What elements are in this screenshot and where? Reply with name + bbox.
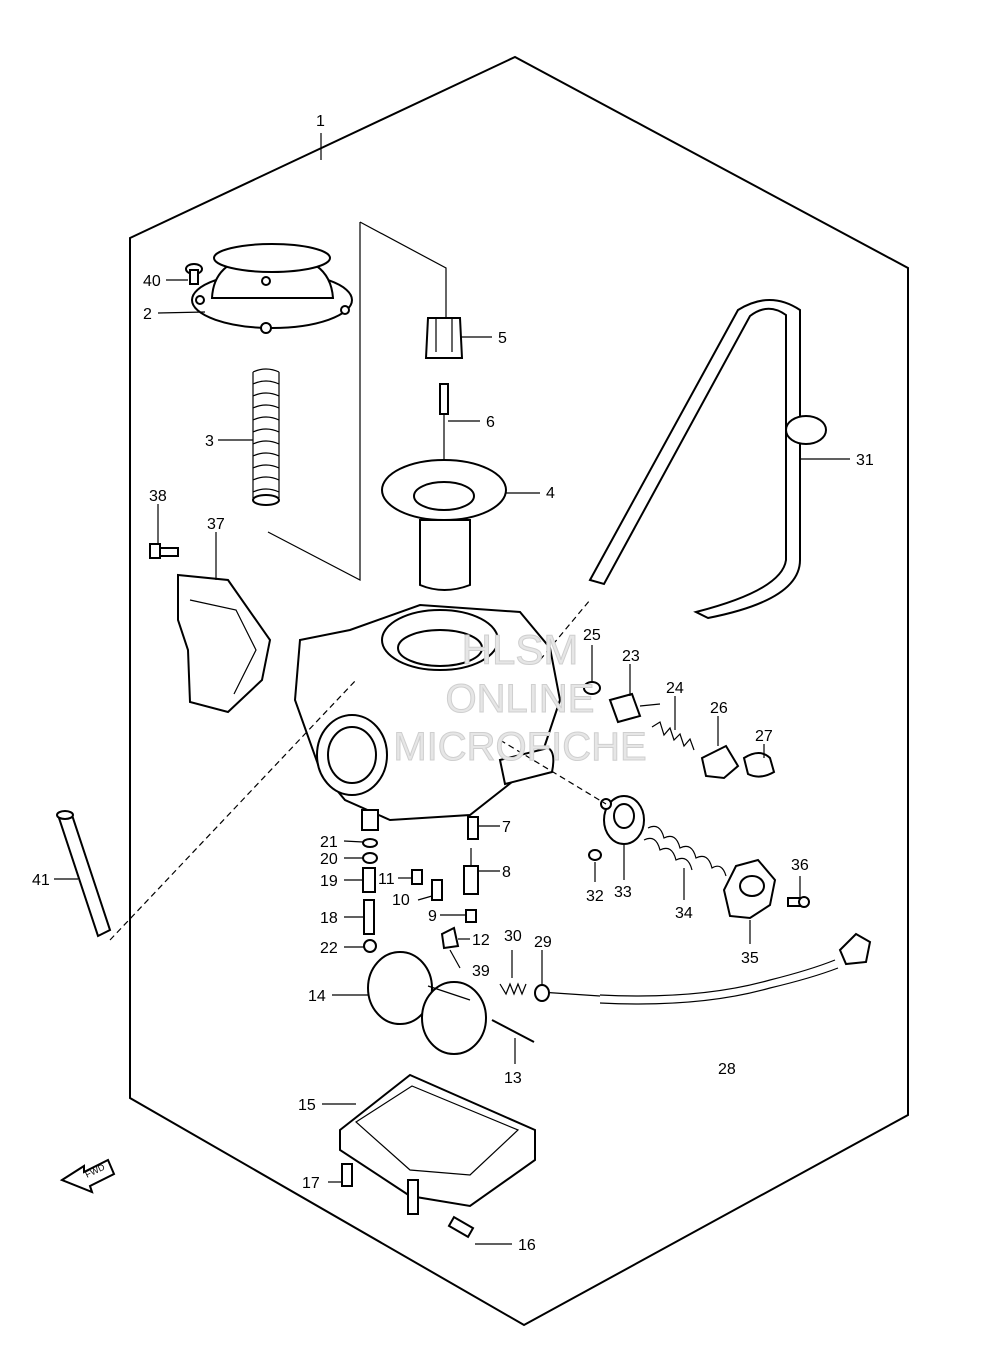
- screw-part-23: [608, 692, 661, 724]
- bracket-part-37: [177, 573, 272, 714]
- throttle-hose-part-31: [588, 299, 827, 620]
- spring-part-3: [252, 368, 280, 506]
- part-label-38: 38: [149, 488, 167, 505]
- part-label-37: 37: [207, 516, 225, 533]
- part-label-23: 23: [622, 648, 640, 665]
- cap-part-27: [742, 752, 776, 778]
- jet-part-9: [465, 909, 477, 923]
- jet-part-7: [467, 816, 479, 840]
- leader-lines: [54, 279, 850, 1245]
- jet-part-18: [363, 899, 375, 935]
- part-label-3: 3: [205, 433, 214, 450]
- carburetor-body: [293, 603, 562, 831]
- washer-part-20: [362, 852, 378, 864]
- part-label-36: 36: [791, 857, 809, 874]
- part-label-39: 39: [472, 963, 490, 980]
- part-label-4: 4: [546, 485, 555, 502]
- nut-part-26: [700, 744, 740, 780]
- part-label-32: 32: [586, 888, 604, 905]
- part-label-22: 22: [320, 940, 338, 957]
- alignment-line-31: [539, 599, 591, 661]
- nut-part-32: [588, 849, 602, 861]
- part-label-31: 31: [856, 452, 874, 469]
- screw-part-16: [447, 1215, 475, 1239]
- part-label-29: 29: [534, 934, 552, 951]
- bolt-part-38: [149, 543, 179, 559]
- part-label-10: 10: [392, 892, 410, 909]
- part-label-9: 9: [428, 908, 437, 925]
- part-label-12: 12: [472, 932, 490, 949]
- spring-part-34: [643, 825, 727, 877]
- part-label-28: 28: [718, 1061, 736, 1078]
- part-number-labels: 1 2 3 4 5 6 7 8 9 10 11 12 13 14 15 16 1…: [32, 113, 874, 1254]
- screw-part-36: [787, 896, 810, 908]
- alignment-line-33: [499, 739, 607, 805]
- diaphragm-part-4: [381, 459, 507, 591]
- part-label-35: 35: [741, 950, 759, 967]
- part-label-17: 17: [302, 1175, 320, 1192]
- part-label-26: 26: [710, 700, 728, 717]
- subassembly-bracket: [359, 221, 447, 318]
- cover-part-35: [722, 858, 777, 920]
- watermark-line-3: MICROFICHE: [393, 725, 646, 769]
- float-part-14: [367, 951, 487, 1055]
- screw-part-10: [431, 879, 443, 901]
- o-ring-part-21: [362, 838, 378, 848]
- o-ring-part-22: [363, 939, 377, 953]
- part-label-11: 11: [378, 871, 395, 888]
- part-label-13: 13: [504, 1070, 522, 1087]
- part-label-33: 33: [614, 884, 632, 901]
- part-33-diaphragm: [600, 795, 645, 845]
- part-label-34: 34: [675, 905, 693, 922]
- screw-part-11: [411, 869, 423, 885]
- needle-holder-part-5: [424, 317, 464, 359]
- part-label-1: 1: [316, 113, 325, 130]
- spring-part-19: [362, 867, 376, 893]
- watermark-line-2: ONLINE: [446, 677, 595, 721]
- part-label-30: 30: [504, 928, 522, 945]
- part-label-7: 7: [502, 819, 511, 836]
- spring-part-24: [651, 721, 695, 751]
- part-label-5: 5: [498, 330, 507, 347]
- part-label-2: 2: [143, 306, 152, 323]
- pin-part-13: [491, 1019, 535, 1043]
- jet-part-8: [463, 848, 479, 895]
- washer-part-29: [534, 984, 550, 1002]
- part-label-8: 8: [502, 864, 511, 881]
- part-label-41: 41: [32, 872, 50, 889]
- cable-part-28: [539, 932, 872, 1005]
- part-label-21: 21: [320, 834, 338, 851]
- alignment-line-41: [109, 679, 357, 941]
- spring-part-30: [499, 982, 527, 996]
- watermark: HLSM ONLINE MICROFICHE: [393, 626, 647, 770]
- part-label-18: 18: [320, 910, 338, 927]
- assembly-outline: [129, 55, 909, 1327]
- part-label-24: 24: [666, 680, 684, 697]
- valve-part-12: [440, 926, 460, 950]
- hose-part-41: [56, 810, 112, 938]
- watermark-line-1: HLSM: [462, 626, 579, 673]
- part-label-27: 27: [755, 728, 773, 745]
- part-label-40: 40: [143, 273, 161, 290]
- part-label-16: 16: [518, 1237, 536, 1254]
- part-label-15: 15: [298, 1097, 316, 1114]
- part-label-20: 20: [320, 851, 338, 868]
- top-cover-part: [191, 243, 353, 334]
- screw-part-40: [185, 263, 203, 285]
- float-bowl-part-15: [339, 1073, 536, 1215]
- part-label-25: 25: [583, 627, 601, 644]
- subassembly-bracket-left: [267, 222, 361, 581]
- part-label-14: 14: [308, 988, 326, 1005]
- forward-arrow-icon: FWD: [59, 1158, 116, 1194]
- screw-part-17: [341, 1163, 353, 1187]
- part-label-19: 19: [320, 873, 338, 890]
- part-label-6: 6: [486, 414, 495, 431]
